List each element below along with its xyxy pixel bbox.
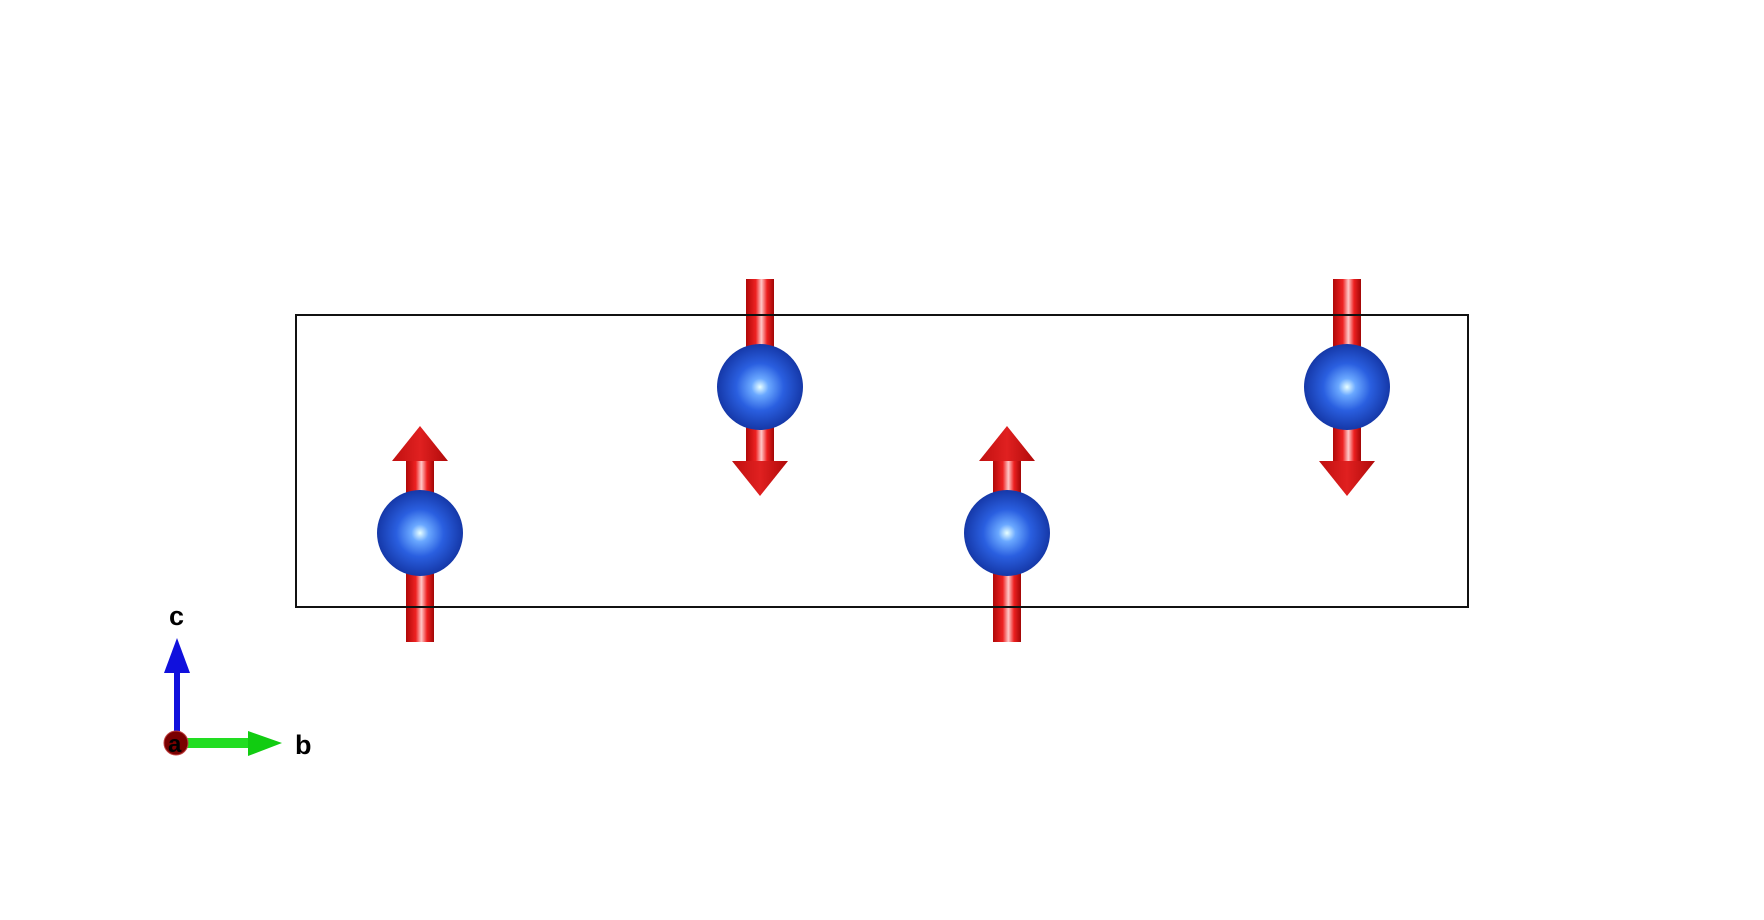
a-axis-ball (163, 730, 189, 756)
axis-label-c: c (169, 601, 184, 631)
atom-sphere (1304, 344, 1390, 430)
axis-label-a: a (168, 731, 182, 758)
atom-sphere (717, 344, 803, 430)
axis-label-b: b (295, 730, 312, 760)
b-axis-shaft (186, 738, 250, 748)
unit-cell-box (295, 314, 1469, 608)
moment-arrowhead-up (392, 426, 448, 461)
atom-sphere (377, 490, 463, 576)
moment-arrowhead-down (732, 461, 788, 496)
atom-sphere (964, 490, 1050, 576)
moment-arrowhead-down (1319, 461, 1375, 496)
axis-indicator: a b c (163, 601, 312, 760)
c-axis-arrowhead (164, 638, 190, 673)
c-axis-shaft (174, 672, 180, 742)
moment-arrowhead-up (979, 426, 1035, 461)
b-axis-arrowhead (248, 731, 282, 756)
